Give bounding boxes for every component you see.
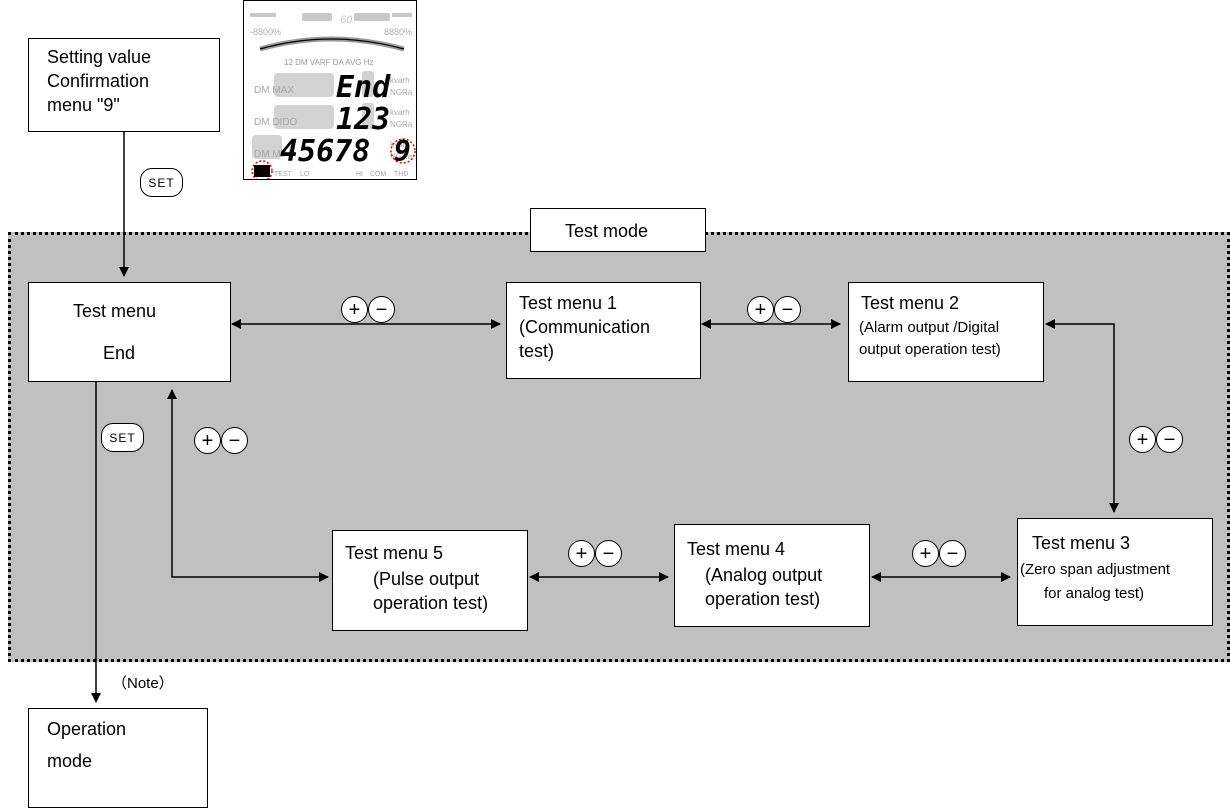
lcd-right-label-3: kvarh [390,108,410,117]
test-menu-4-line2: (Analog output [705,565,823,585]
test-menu-3-line3: for analog test) [1044,585,1145,602]
test-menu-2-line1: Test menu 2 [861,293,960,313]
test-menu-4-line3: operation test) [705,589,821,609]
test-menu-end-box: Test menu End [28,282,231,382]
test-menu-1-box: Test menu 1 (Communication test) [506,282,701,379]
test-mode-label: Test mode [565,221,649,241]
plus-key-1: + [341,296,368,323]
lcd-graphic: 60 -8800% 8880% 12 DM VARF DA AVG Hz DM … [250,13,416,179]
lcd-bottom-test: TEST [274,171,293,178]
lcd-row1: End [336,70,391,105]
minus-key-6: − [939,540,966,567]
lcd-top-center: 60 [340,14,353,26]
lcd-right-label-1: kvarh [390,76,410,85]
test-menu-5-line1: Test menu 5 [345,543,444,563]
set-key-end-label: SET [109,430,136,445]
operation-mode-box: Operation mode [28,708,208,808]
set-key-top-label: SET [148,175,175,190]
lcd-right-label-5: kvarh [390,140,410,149]
test-menu-4-box: Test menu 4 (Analog output operation tes… [674,524,870,627]
set-key-end: SET [101,423,144,452]
arrow-menu5-end [167,389,329,582]
lcd-left-value: -8800% [250,27,281,37]
lcd-right-label-6: NGRa [390,152,413,161]
test-menu-5-box: Test menu 5 (Pulse output operation test… [332,530,528,631]
plus-key-3: + [1129,426,1156,453]
lcd-row2: 123 [336,102,390,137]
lcd-right-label-2: NGRa [390,88,413,97]
arrow-menu2-menu3 [1045,319,1119,513]
setting-value-line1: Setting value [47,47,152,67]
lcd-label-dm-max: DM MAX [254,85,294,96]
test-menu-3-line1: Test menu 3 [1032,533,1131,553]
test-menu-1-line2: (Communication [519,317,651,337]
test-menu-end-line2: End [103,343,136,363]
lcd-bottom-lo: LO [300,171,310,178]
test-menu-5-line2: (Pulse output [373,569,480,589]
note-label: （Note） [112,675,174,692]
lcd-row3-blink: 9 [394,135,411,168]
lcd-label-dm-dido: DM DIDO [254,117,298,128]
test-menu-2-box: Test menu 2 (Alarm output /Digital outpu… [848,282,1044,382]
lcd-right-value: 8880% [384,27,412,37]
test-menu-4-line1: Test menu 4 [687,539,786,559]
test-menu-1-line3: test) [519,341,555,361]
test-mode-label-box: Test mode [530,208,706,252]
test-menu-3-line2: (Zero span adjustment [1020,561,1171,578]
minus-key-3: − [1156,426,1183,453]
test-menu-2-line3: output operation test) [859,341,1001,358]
test-menu-5-line3: operation test) [373,593,489,613]
lcd-scale-labels: 12 DM VARF DA AVG Hz [284,58,374,67]
minus-key-4: − [221,427,248,454]
setting-value-line2: Confirmation [47,71,150,91]
lcd-right-label-4: NGRa [390,120,413,129]
lcd-bottom-hi: HI [356,171,363,178]
setting-value-line3: menu "9" [47,95,120,115]
plus-key-2: + [747,296,774,323]
plus-key-6: + [912,540,939,567]
test-menu-2-line2: (Alarm output /Digital [859,319,1000,336]
lcd-bottom-com: COM [370,171,387,178]
set-key-top: SET [140,168,183,197]
test-menu-3-box: Test menu 3 (Zero span adjustment for an… [1017,518,1213,626]
test-menu-end-line1: Test menu [73,301,157,321]
lcd-bottom-thd: THD [394,171,408,178]
operation-mode-line2: mode [47,751,93,771]
minus-key-5: − [595,540,622,567]
lcd-label-dm-min: DM MIN [254,149,291,160]
minus-key-1: − [368,296,395,323]
test-menu-1-line1: Test menu 1 [519,293,618,313]
minus-key-2: − [774,296,801,323]
plus-key-5: + [568,540,595,567]
plus-key-4: + [194,427,221,454]
lcd-row3-main: 45678 [280,134,370,169]
setting-value-box: Setting value Confirmation menu "9" [28,38,220,132]
operation-mode-line1: Operation [47,719,127,739]
lcd-display: 60 -8800% 8880% 12 DM VARF DA AVG Hz DM … [243,0,417,180]
